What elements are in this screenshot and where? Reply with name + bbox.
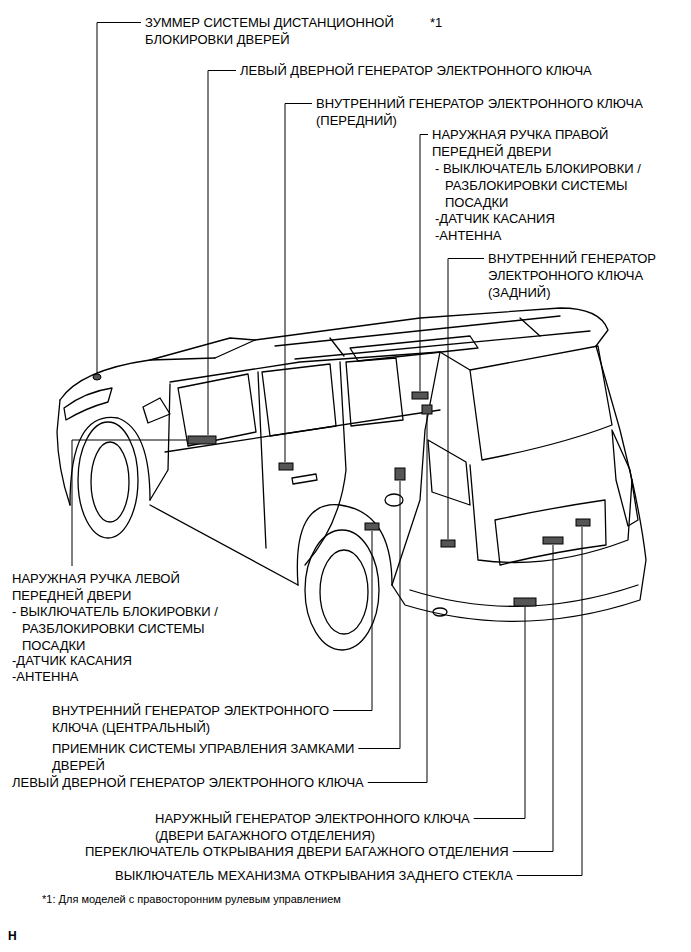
- receiver-symbol: [395, 468, 405, 480]
- leader-line: [208, 71, 236, 436]
- part-label: ПРИЕМНИК СИСТЕМЫ УПРАВЛЕНИЯ ЗАМКАМИ ДВЕР…: [52, 740, 367, 774]
- rear-window: [470, 346, 612, 460]
- roof-crossbar: [520, 318, 540, 336]
- leader-line: [474, 607, 525, 819]
- bumper-line: [410, 585, 638, 606]
- leader-line: [420, 135, 428, 392]
- belt-line: [165, 410, 440, 452]
- leader-line: [333, 531, 372, 711]
- leader-line: [358, 481, 400, 749]
- headlight: [64, 388, 112, 420]
- sub-item: -ДАТЧИК КАСАНИЯ: [435, 210, 555, 227]
- part-label: НАРУЖНАЯ РУЧКА ЛЕВОЙ ПЕРЕДНЕЙ ДВЕРИ: [12, 570, 202, 604]
- key-oscillator-symbol: [365, 523, 379, 530]
- tailgate-lower: [470, 465, 632, 563]
- rear-wheel: [305, 530, 379, 650]
- tail-light: [428, 440, 470, 505]
- tail-light: [612, 430, 638, 526]
- leader-line: [72, 440, 187, 566]
- door-handle-symbol: [412, 392, 428, 399]
- part-label: ВНУТРЕННИЙ ГЕНЕРАТОР ЭЛЕКТРОННОГО КЛЮЧА …: [52, 702, 342, 736]
- quarter-panel: [392, 352, 440, 585]
- rear-door-handle: [292, 474, 317, 484]
- sub-item: -ДАТЧИК КАСАНИЯ: [12, 652, 132, 669]
- reflector: [433, 608, 447, 616]
- roof-rail: [295, 331, 590, 359]
- sub-item: -АНТЕННА: [435, 227, 501, 244]
- door-line: [258, 372, 266, 548]
- front-face: [57, 400, 70, 505]
- leader-line: [517, 527, 582, 876]
- part-label: ПЕРЕКЛЮЧАТЕЛЬ ОТКРЫВАНИЯ ДВЕРИ БАГАЖНОГО…: [85, 843, 509, 860]
- leader-line: [285, 104, 312, 463]
- license-plate-recess: [495, 500, 606, 565]
- part-label: ЛЕВЫЙ ДВЕРНОЙ ГЕНЕРАТОР ЭЛЕКТРОННОГО КЛЮ…: [240, 62, 592, 79]
- part-label: НАРУЖНЫЙ ГЕНЕРАТОР ЭЛЕКТРОННОГО КЛЮЧА (Д…: [155, 810, 485, 844]
- roof-crossbar: [330, 338, 344, 356]
- part-label: ВЫКЛЮЧАТЕЛЬ МЕХАНИЗМА ОТКРЫВАНИЯ ЗАДНЕГО…: [115, 867, 513, 884]
- front-wheel: [78, 422, 138, 538]
- side-window: [262, 364, 336, 436]
- a-pillar: [215, 340, 255, 358]
- callout-number: *1: [430, 14, 442, 31]
- front-wheel-rim: [91, 442, 129, 522]
- key-oscillator-symbol: [422, 405, 432, 414]
- rear-bumper: [392, 480, 646, 621]
- side-upper-line: [170, 352, 440, 382]
- opener-switch-symbol: [543, 537, 563, 544]
- door-line: [305, 362, 346, 565]
- part-label: ЛЕВЫЙ ДВЕРНОЙ ГЕНЕРАТОР ЭЛЕКТРОННОГО КЛЮ…: [12, 774, 364, 791]
- leader-line: [448, 259, 484, 540]
- leader-line: [97, 23, 141, 374]
- key-oscillator-symbol: [441, 540, 455, 547]
- footnote: *1: Для моделей с правосторонним рулевым…: [42, 891, 341, 908]
- side-window: [178, 374, 256, 446]
- windshield-edge: [150, 338, 255, 360]
- figure-code: H: [8, 928, 17, 945]
- sub-item: - ВЫКЛЮЧАТЕЛЬ БЛОКИРОВКИ / РАЗБЛОКИРОВКИ…: [12, 603, 242, 654]
- sub-item: - ВЫКЛЮЧАТЕЛЬ БЛОКИРОВКИ / РАЗБЛОКИРОВКИ…: [435, 160, 665, 211]
- buzzer-symbol: [93, 374, 101, 380]
- door-handle-symbol: [188, 436, 216, 444]
- part-label: ВНУТРЕННИЙ ГЕНЕРАТОР ЭЛЕКТРОННОГО КЛЮЧА …: [316, 95, 661, 129]
- rear-wheel-rim: [320, 550, 368, 634]
- part-label: ЗУММЕР СИСТЕМЫ ДИСТАНЦИОННОЙ БЛОКИРОВКИ …: [145, 14, 405, 48]
- sub-item: -АНТЕННА: [12, 668, 78, 685]
- part-label: НАРУЖНАЯ РУЧКА ПРАВОЙ ПЕРЕДНЕЙ ДВЕРИ: [432, 126, 627, 160]
- part-label: ВНУТРЕННИЙ ГЕНЕРАТОР ЭЛЕКТРОННОГО КЛЮЧА …: [488, 250, 673, 301]
- tailgate-edge: [440, 352, 470, 370]
- leader-line: [368, 415, 427, 783]
- mirror: [143, 398, 170, 423]
- side-window: [346, 358, 403, 426]
- key-oscillator-symbol: [514, 598, 536, 606]
- vehicle-outline: [57, 308, 646, 650]
- key-oscillator-symbol: [279, 463, 293, 470]
- glass-switch-symbol: [576, 519, 590, 526]
- leader-line: [513, 545, 553, 852]
